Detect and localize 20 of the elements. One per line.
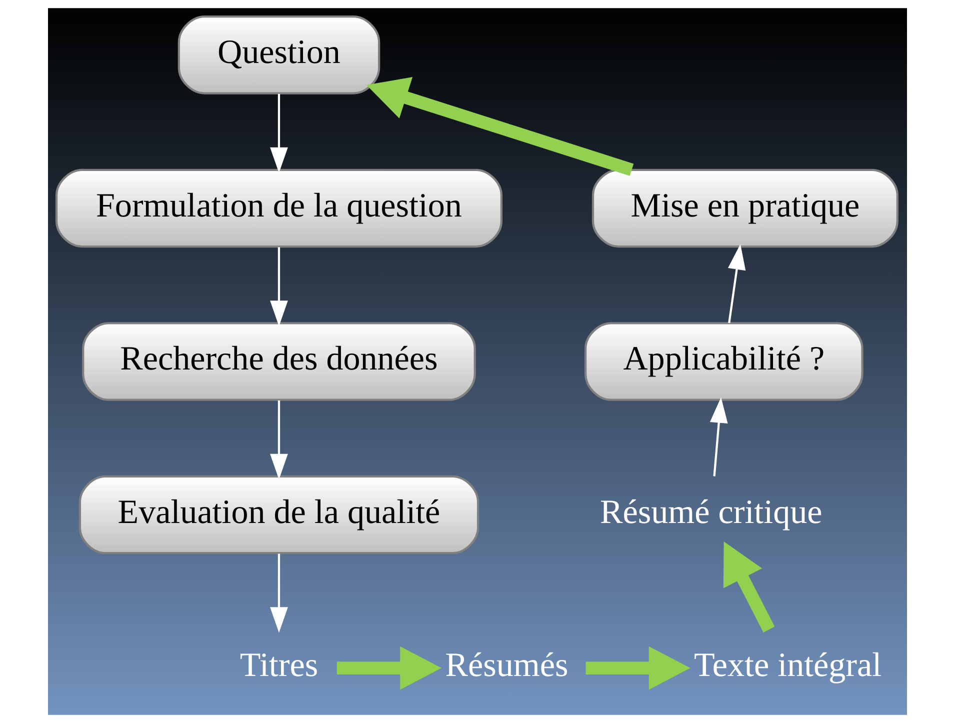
arrow [727,244,746,324]
node-box: Question [177,16,380,94]
node-text: Résumé critique [600,494,822,531]
node-box: Applicabilité ? [584,322,863,401]
node-box: Mise en pratique [591,168,898,248]
arrow [722,542,774,632]
node-text: Résumés [444,647,568,684]
arrow [270,400,288,480]
arrow [270,554,288,633]
arrow [270,94,288,173]
node-text: Texte intégral [693,647,882,684]
node-box: Evaluation de la qualité [78,475,479,554]
arrow [709,397,728,476]
arrow [270,247,288,326]
arrow [336,646,442,690]
node-box: Formulation de la question [54,168,502,248]
node-text: Titres [239,647,318,684]
arrow [366,76,634,176]
node-box: Recherche des données [82,322,476,401]
arrow [585,646,690,690]
